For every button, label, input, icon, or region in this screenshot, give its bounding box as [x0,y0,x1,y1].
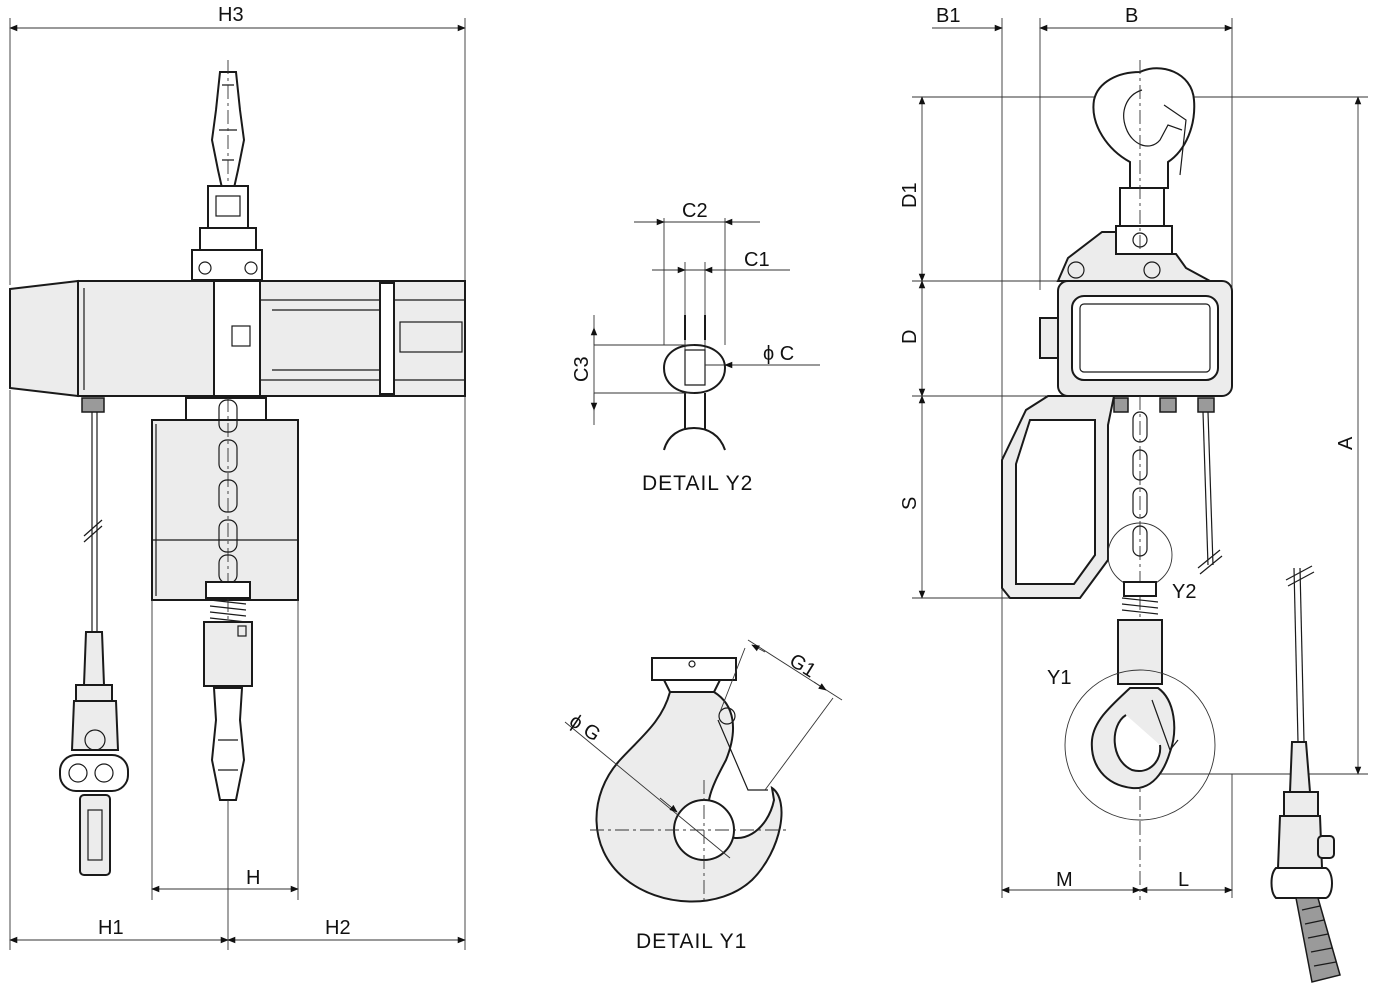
label-y1: Y1 [1047,667,1071,689]
label-h2: H2 [325,917,351,939]
label-phi-g: ϕ G [565,710,604,746]
hoist-body-front [1039,280,1233,413]
suspension-bracket [1056,231,1211,282]
motor-housing [9,279,466,413]
label-d: D [899,330,921,344]
label-l: L [1178,869,1189,891]
label-c1: C1 [744,249,770,271]
label-h: H [246,867,260,889]
label-h1: H1 [98,917,124,939]
dim-line-phi-g [564,721,731,859]
label-phi-c: ϕ C [763,343,794,365]
label-m: M [1056,869,1073,891]
label-y2: Y2 [1172,581,1196,603]
pendant-control-left [59,412,129,876]
label-a: A [1335,436,1357,450]
chain-box [151,397,299,601]
label-b: B [1125,5,1138,27]
label-b1: B1 [936,5,960,27]
side-view: H3 [9,4,466,950]
detail-y1: G1 ϕ G DETAIL Y1 [564,639,843,953]
pendant-control-right [1270,565,1341,983]
top-hook-front [1092,60,1196,270]
label-d1: D1 [899,182,921,208]
front-view: B1 B D1 D S A [899,5,1368,900]
load-chain-front [1064,396,1216,900]
label-g1: G1 [785,650,819,683]
detail-y2: C2 C1 C3 ϕ C DETAIL Y2 [571,200,820,495]
label-detail-y1: DETAIL Y1 [636,930,747,953]
label-detail-y2: DETAIL Y2 [642,472,753,495]
load-chain [203,398,253,801]
top-hook [191,60,263,300]
label-h3: H3 [218,4,244,26]
label-c2: C2 [682,200,708,222]
label-c3: C3 [571,356,593,382]
label-s: S [899,497,921,510]
